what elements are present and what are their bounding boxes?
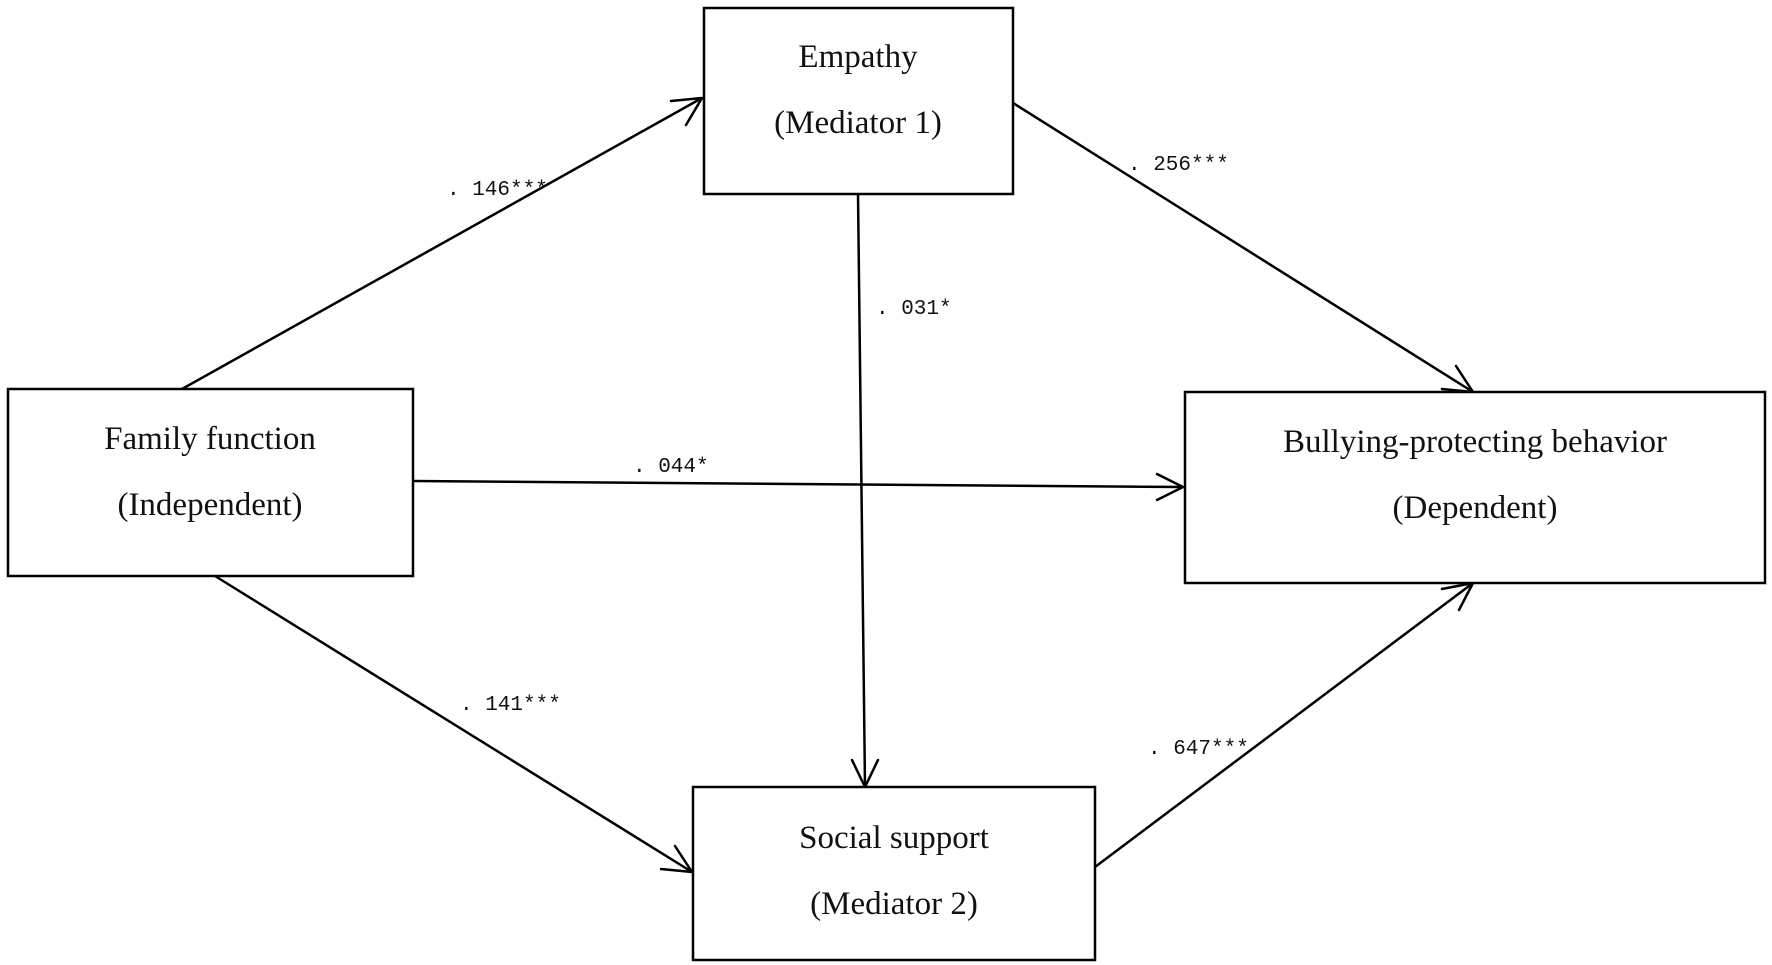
node-empathy: Empathy (Mediator 1) — [702, 6, 1015, 196]
edge-label-family-to-bullying: . 044* — [633, 456, 709, 479]
edge-family-to-social — [214, 574, 693, 874]
edge-social-to-bullying — [1094, 582, 1474, 868]
node-empathy-role: (Mediator 1) — [774, 105, 942, 141]
edge-label-empathy-to-bullying: . 256*** — [1128, 154, 1229, 177]
node-bullying-protecting-box — [1183, 390, 1767, 585]
arrowhead-bullying-middle — [1155, 472, 1185, 502]
node-bullying-protecting: Bullying-protecting behavior (Dependent) — [1183, 390, 1767, 585]
node-bullying-protecting-label: Bullying-protecting behavior — [1283, 424, 1667, 460]
edge-family-to-empathy — [181, 96, 703, 391]
arrowhead-empathy — [669, 96, 704, 127]
node-social-support-role: (Mediator 2) — [810, 886, 978, 922]
edge-family-to-bullying — [412, 479, 1184, 489]
node-social-support: Social support (Mediator 2) — [691, 785, 1097, 962]
node-family-function-label: Family function — [104, 421, 316, 457]
node-bullying-protecting-role: (Dependent) — [1393, 490, 1558, 526]
node-social-support-label: Social support — [799, 820, 989, 856]
node-empathy-label: Empathy — [798, 39, 918, 75]
node-social-support-box — [691, 785, 1097, 962]
node-family-function-box — [6, 387, 415, 578]
node-family-function: Family function (Independent) — [6, 387, 415, 578]
node-family-function-role: (Independent) — [117, 487, 302, 523]
edge-label-family-to-social: . 141*** — [460, 694, 561, 717]
edge-empathy-to-social — [856, 193, 867, 788]
edge-empathy-to-bullying — [1012, 101, 1474, 394]
node-empathy-box — [702, 6, 1015, 196]
edge-label-social-to-bullying: . 647*** — [1148, 738, 1249, 761]
edge-label-family-to-empathy: . 146*** — [447, 179, 548, 202]
edge-label-empathy-to-social: . 031* — [876, 298, 952, 321]
